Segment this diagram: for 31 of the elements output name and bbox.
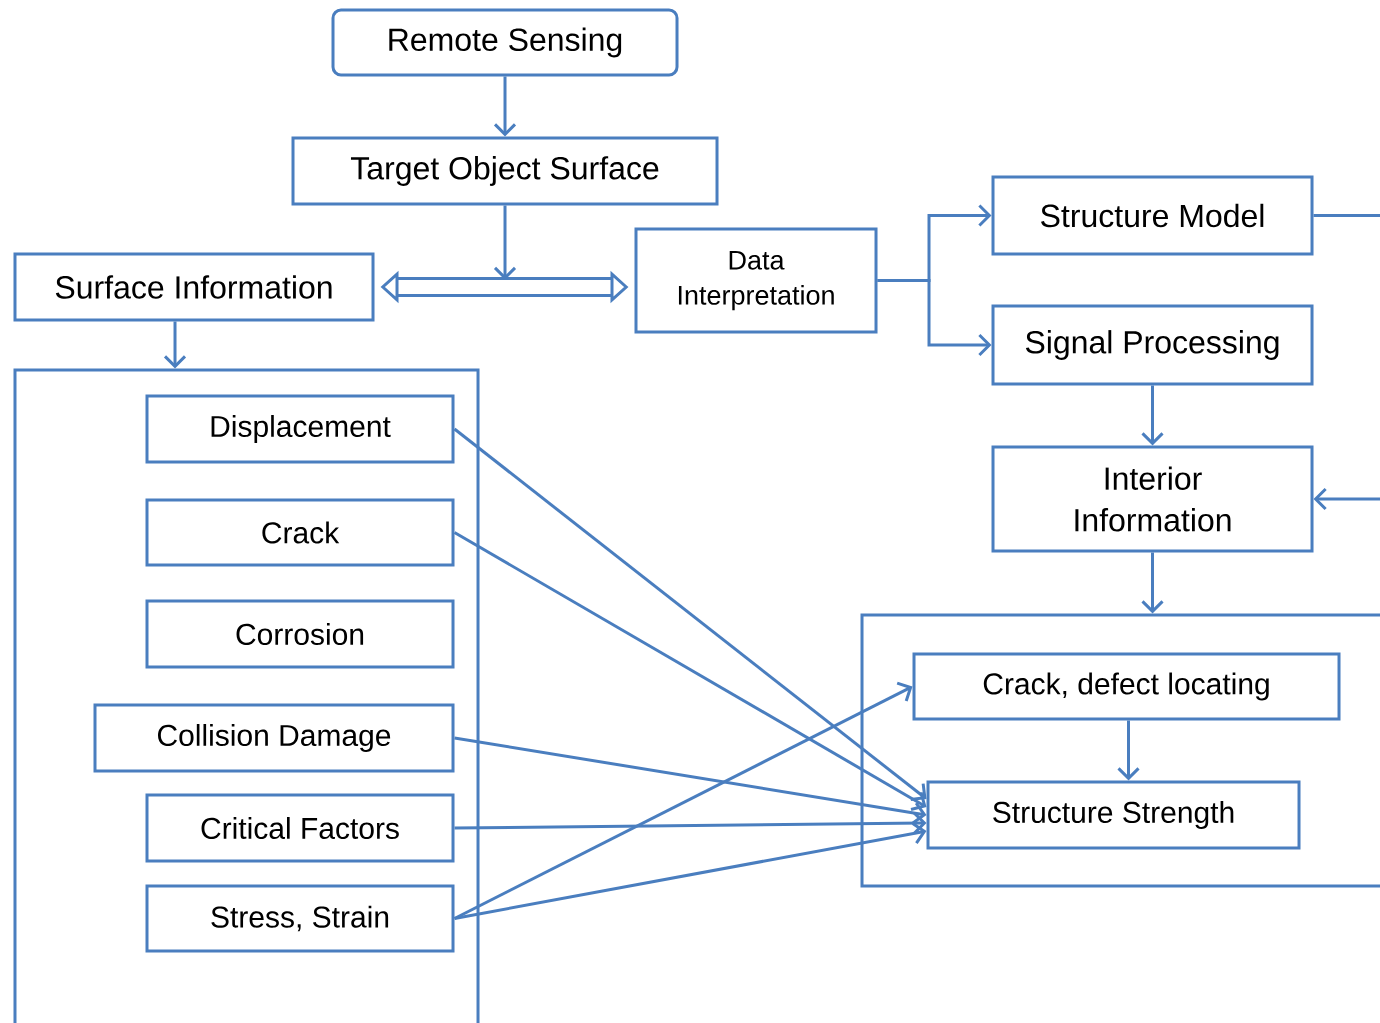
process-box: Crack, defect locating xyxy=(912,652,1341,721)
arrow xyxy=(493,205,517,280)
group-box xyxy=(860,613,1380,888)
arrow xyxy=(453,427,927,801)
arrow xyxy=(1313,214,1380,511)
process-box: Crack xyxy=(145,498,455,567)
process-box: Displacement xyxy=(145,394,455,464)
process-box: Data Interpretation xyxy=(634,227,878,334)
process-box: Stress, Strain xyxy=(145,884,455,953)
arrow xyxy=(493,76,517,137)
process-box: Structure Model xyxy=(991,175,1314,256)
process-box: Remote Sensing xyxy=(331,8,679,77)
arrow xyxy=(877,279,992,357)
arrow xyxy=(163,321,187,369)
arrow xyxy=(1141,552,1164,614)
group-box xyxy=(13,368,480,1023)
process-box: Structure Strength xyxy=(926,780,1301,850)
process-box: Critical Factors xyxy=(145,793,455,863)
process-box: Target Object Surface xyxy=(291,136,719,206)
process-box: Collision Damage xyxy=(93,703,455,773)
process-box: Surface Information xyxy=(13,252,375,322)
arrow xyxy=(1141,385,1164,446)
arrow xyxy=(1117,720,1140,781)
process-box: Interior Information xyxy=(991,445,1314,553)
process-box: Signal Processing xyxy=(991,304,1314,386)
process-box: Corrosion xyxy=(145,599,455,669)
arrow xyxy=(454,812,927,835)
arrow xyxy=(453,681,913,920)
arrow xyxy=(454,736,927,825)
arrow xyxy=(454,822,927,920)
arrow xyxy=(453,531,927,811)
